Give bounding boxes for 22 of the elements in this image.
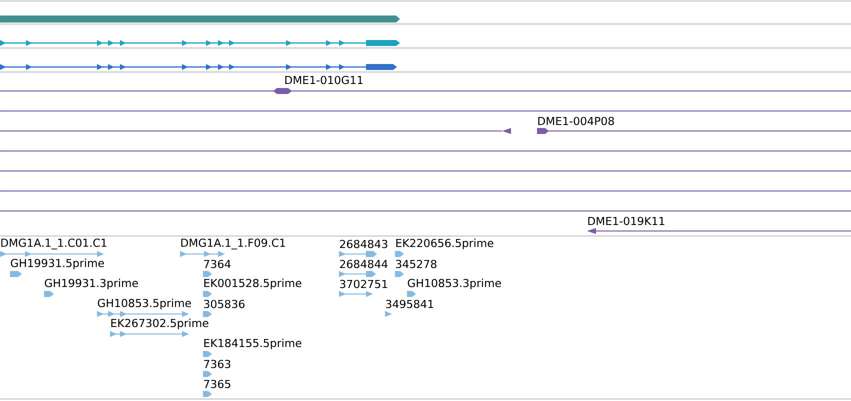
feature-label: 345278 [396, 260, 436, 268]
feature-label: 7364 [204, 260, 231, 268]
feature-label: 2684843 [340, 240, 388, 248]
feature-label: GH19931.5prime [10, 258, 104, 270]
feature-label: EK184155.5prime [204, 338, 302, 350]
feature-label: EK001528.5prime [204, 278, 302, 290]
feature-label: DME1-004P08 [538, 116, 614, 126]
feature-label: 7363 [204, 360, 230, 368]
feature-label: DME1-010G11 [285, 76, 363, 84]
feature-label: 305836 [204, 300, 244, 308]
feature-label: EK267302.5prime [111, 318, 208, 330]
feature-label: DMG1A.1_1.F09.C1 [181, 238, 285, 250]
feature-label: DME1-019K11 [588, 216, 664, 226]
feature-label: GH19931.3prime [44, 278, 138, 290]
feature-label: 3702751 [340, 280, 388, 288]
feature-label: GH10853.5prime [98, 298, 191, 310]
feature-label: GH10853.3prime [408, 278, 501, 290]
feature-label: EK220656.5prime [396, 238, 494, 250]
feature-label: 3495841 [386, 300, 434, 308]
feature-label: DMG1A.1_1.C01.C1 [1, 238, 106, 250]
feature-label: 7365 [204, 380, 230, 388]
feature-label: 2684844 [340, 260, 388, 268]
